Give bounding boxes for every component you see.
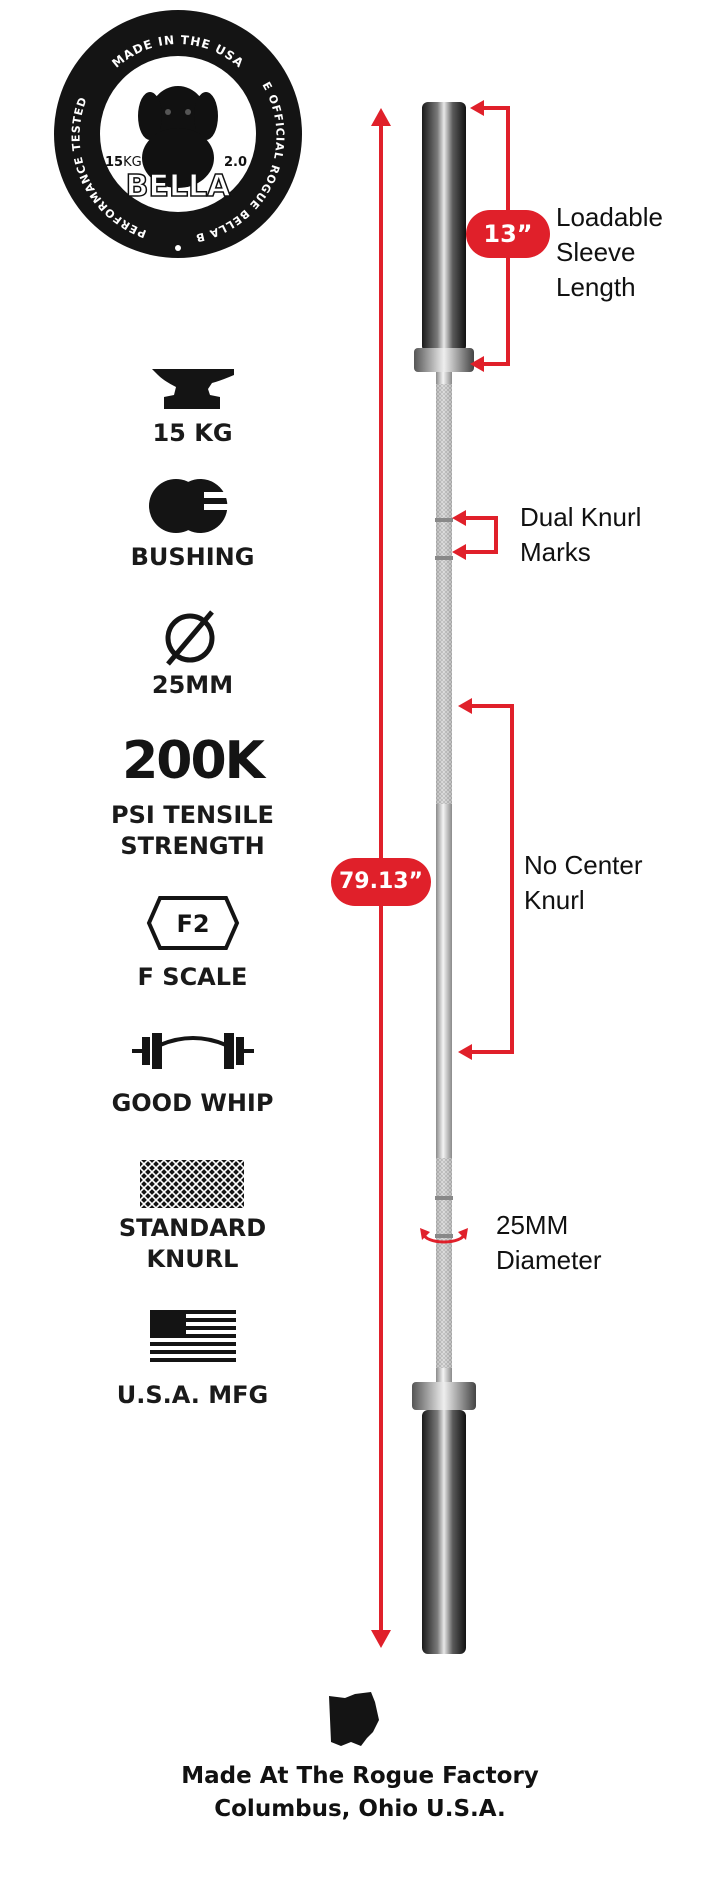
svg-text:15KG: 15KG xyxy=(105,155,142,170)
spec-label-15kg: 15 KG xyxy=(152,419,233,447)
bushing-icon xyxy=(148,478,234,534)
spec-label-bushing: BUSHING xyxy=(130,543,255,571)
spec-label-good-whip: GOOD WHIP xyxy=(111,1089,274,1117)
callout-sleeve-length: Loadable Sleeve Length xyxy=(556,202,663,302)
f2-hexagon-icon: F2 xyxy=(146,895,240,951)
spec-label-strength: STRENGTH xyxy=(120,832,265,860)
svg-text:2.0: 2.0 xyxy=(224,155,247,170)
barbell-image xyxy=(408,98,480,1658)
callout-25mm-diameter: 25MM Diameter xyxy=(496,1210,602,1275)
footer-line-1: Made At The Rogue Factory xyxy=(181,1763,539,1789)
callout-no-center-knurl: No Center Knurl xyxy=(524,850,643,915)
spec-label-25mm: 25MM xyxy=(151,671,234,699)
whip-barbell-icon xyxy=(130,1025,256,1073)
ohio-state-icon xyxy=(327,1692,381,1748)
badge-name: BELLA xyxy=(126,169,232,204)
bella-badge: 15KG 2.0 BELLA MADE IN THE USA PERFORMAN… xyxy=(47,0,304,260)
knurl-pattern-icon xyxy=(140,1160,244,1208)
callout-dual-knurl-marks: Dual Knurl Marks xyxy=(520,502,642,567)
us-flag-icon xyxy=(150,1310,236,1362)
spec-label-usa-mfg: U.S.A. MFG xyxy=(116,1381,269,1409)
spec-label-standard: STANDARD xyxy=(118,1214,267,1242)
diameter-rotation-arrow xyxy=(414,1220,474,1256)
sleeve-length-value: 13” xyxy=(483,220,533,248)
sleeve-length-badge: 13” xyxy=(466,210,550,258)
diameter-icon xyxy=(162,608,218,668)
anvil-icon xyxy=(150,365,236,413)
spec-label-knurl: KNURL xyxy=(146,1245,239,1273)
knurl-marks-bracket xyxy=(452,506,512,564)
footer-line-2: Columbus, Ohio U.S.A. xyxy=(214,1796,506,1822)
spec-label-f-scale: F SCALE xyxy=(137,963,248,991)
overall-length-badge: 79.13” xyxy=(331,858,431,906)
overall-length-value: 79.13” xyxy=(338,869,424,894)
spec-label-psi: PSI TENSILE xyxy=(111,801,274,829)
center-knurl-bracket xyxy=(458,694,518,1064)
dog-silhouette-icon xyxy=(138,86,218,188)
tensile-strength-value: 200K xyxy=(122,731,265,791)
svg-text:F2: F2 xyxy=(176,910,209,938)
